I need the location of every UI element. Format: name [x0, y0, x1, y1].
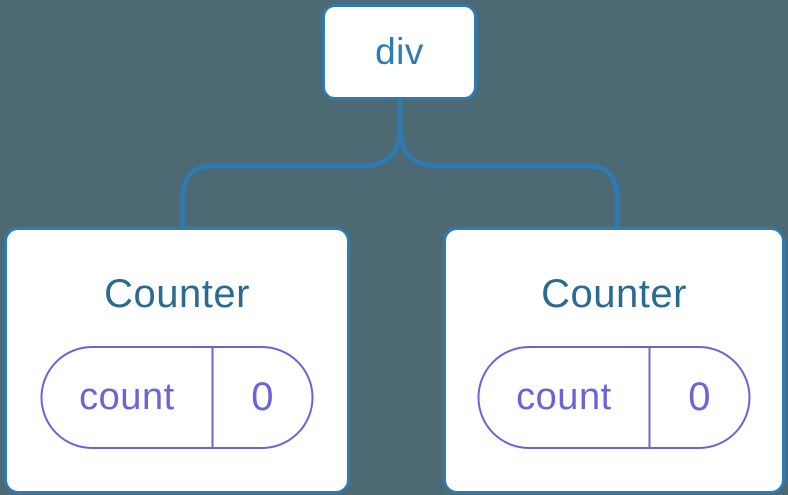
connector-right-branch: [397, 97, 620, 230]
state-value: 0: [688, 375, 711, 419]
state-key-label: count: [43, 348, 214, 447]
counter-title: Counter: [104, 272, 250, 316]
root-node: div: [322, 4, 477, 100]
state-value: 0: [251, 375, 274, 419]
state-pill: count 0: [40, 346, 314, 449]
state-key-label: count: [480, 348, 651, 447]
counter-title: Counter: [541, 272, 687, 316]
counter-card-left: Counter count 0: [4, 227, 350, 494]
counter-card-right: Counter count 0: [443, 227, 785, 494]
root-node-label: div: [375, 31, 424, 72]
connector-left-branch: [180, 97, 403, 230]
state-pill: count 0: [477, 346, 751, 449]
